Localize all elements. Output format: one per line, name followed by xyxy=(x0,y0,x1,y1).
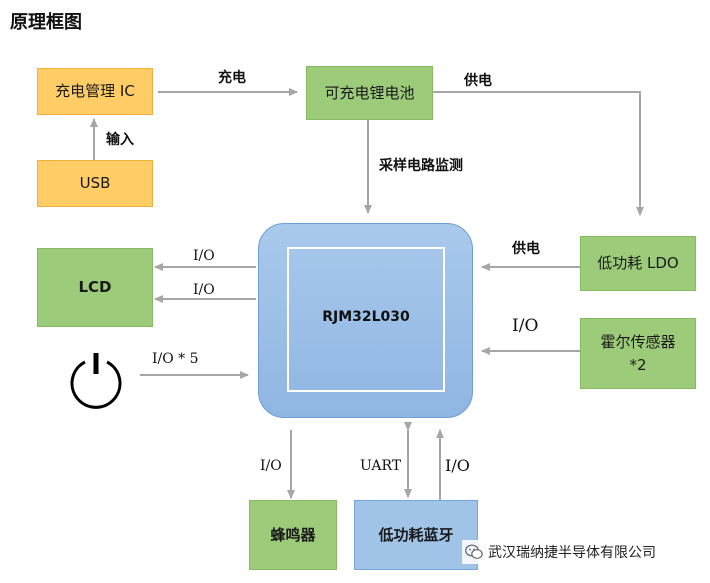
ble-label: 低功耗蓝牙 xyxy=(378,525,454,544)
battery-label: 可充电锂电池 xyxy=(324,83,415,102)
usb-label: USB xyxy=(79,174,111,193)
charger-ic-block: 充电管理 IC xyxy=(37,68,153,115)
mcu-label: RJM32L030 xyxy=(322,309,410,325)
label-io-ble: I/O xyxy=(445,456,470,475)
buzzer-block: 蜂鸣器 xyxy=(249,500,337,570)
watermark-text: 武汉瑞纳捷半导体有限公司 xyxy=(488,545,656,561)
battery-block: 可充电锂电池 xyxy=(306,66,433,120)
ble-block: 低功耗蓝牙 xyxy=(354,500,478,570)
diagram-title: 原理框图 xyxy=(10,12,82,33)
label-input: 输入 xyxy=(106,132,134,148)
label-io-lcd-1: I/O xyxy=(193,248,215,264)
arrow-battery-to-ldo xyxy=(432,91,644,216)
label-charge: 充电 xyxy=(218,70,246,86)
mcu-block xyxy=(258,223,473,418)
lcd-block: LCD xyxy=(37,248,153,327)
buzzer-label: 蜂鸣器 xyxy=(270,525,316,544)
charger-ic-label: 充电管理 IC xyxy=(55,82,135,101)
ldo-label: 低功耗 LDO xyxy=(597,254,679,273)
label-io-hall: I/O xyxy=(512,316,539,336)
mcu-chip: RJM32L030 xyxy=(287,247,445,392)
wechat-icon xyxy=(465,544,483,559)
label-uart: UART xyxy=(360,458,402,474)
usb-block: USB xyxy=(37,160,153,207)
label-io-power: I/O * 5 xyxy=(152,351,199,367)
lcd-label: LCD xyxy=(78,278,112,297)
hall-sensor-label: 霍尔传感器 xyxy=(600,333,676,351)
power-icon xyxy=(70,353,122,409)
hall-sensor-block: 霍尔传感器 *2 xyxy=(580,318,696,389)
label-io-lcd-2: I/O xyxy=(193,282,215,298)
hall-sensor-count: *2 xyxy=(629,355,647,374)
watermark: 武汉瑞纳捷半导体有限公司 xyxy=(462,540,659,564)
label-supply-top: 供电 xyxy=(464,73,492,89)
label-supply-right: 供电 xyxy=(512,241,540,257)
ldo-block: 低功耗 LDO xyxy=(580,236,696,291)
label-io-buzzer: I/O xyxy=(260,458,282,474)
label-sampling: 采样电路监测 xyxy=(379,158,463,174)
